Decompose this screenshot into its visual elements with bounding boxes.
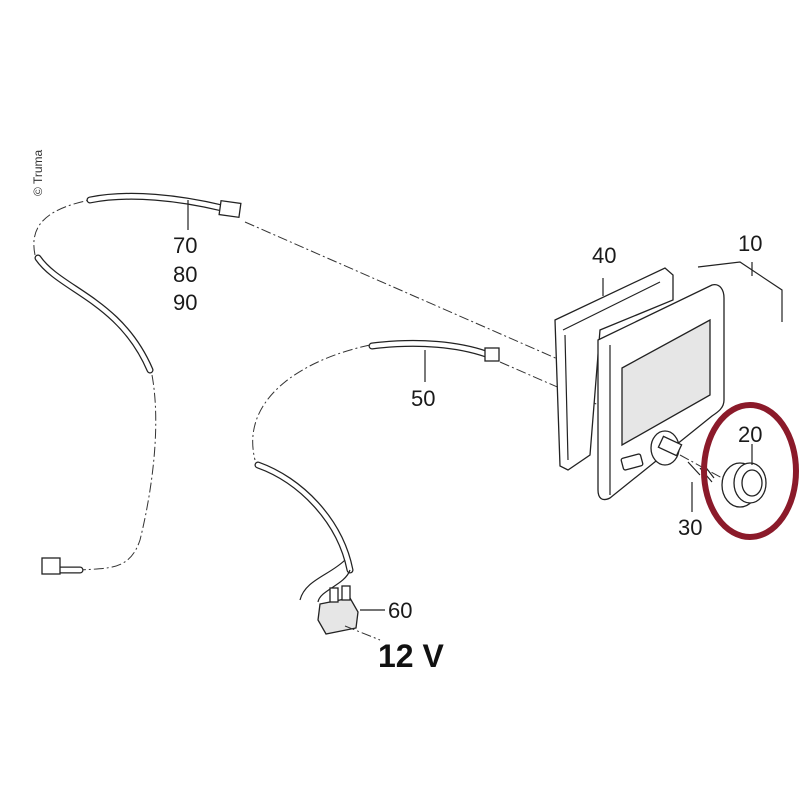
- label-90: 90: [173, 290, 197, 315]
- label-20: 20: [738, 422, 762, 447]
- leader-line: [244, 221, 561, 361]
- label-50: 50: [411, 386, 435, 411]
- connector-60: [317, 585, 385, 641]
- leader-line: [679, 454, 723, 479]
- leader-line: [499, 361, 611, 411]
- mounting-frame-40: [554, 267, 674, 471]
- cable-70-80-90: [33, 192, 242, 575]
- knob-20: [721, 444, 767, 508]
- label-60: 60: [388, 598, 412, 623]
- control-panel-10: [597, 261, 783, 501]
- highlight-circle: [701, 402, 799, 540]
- voltage-label: 12 V: [378, 638, 444, 674]
- label-40: 40: [592, 243, 616, 268]
- label-80: 80: [173, 262, 197, 287]
- label-30: 30: [678, 515, 702, 540]
- cable-50: [252, 339, 500, 603]
- copyright-text: © Truma: [31, 149, 45, 196]
- label-70: 70: [173, 233, 197, 258]
- label-10: 10: [738, 231, 762, 256]
